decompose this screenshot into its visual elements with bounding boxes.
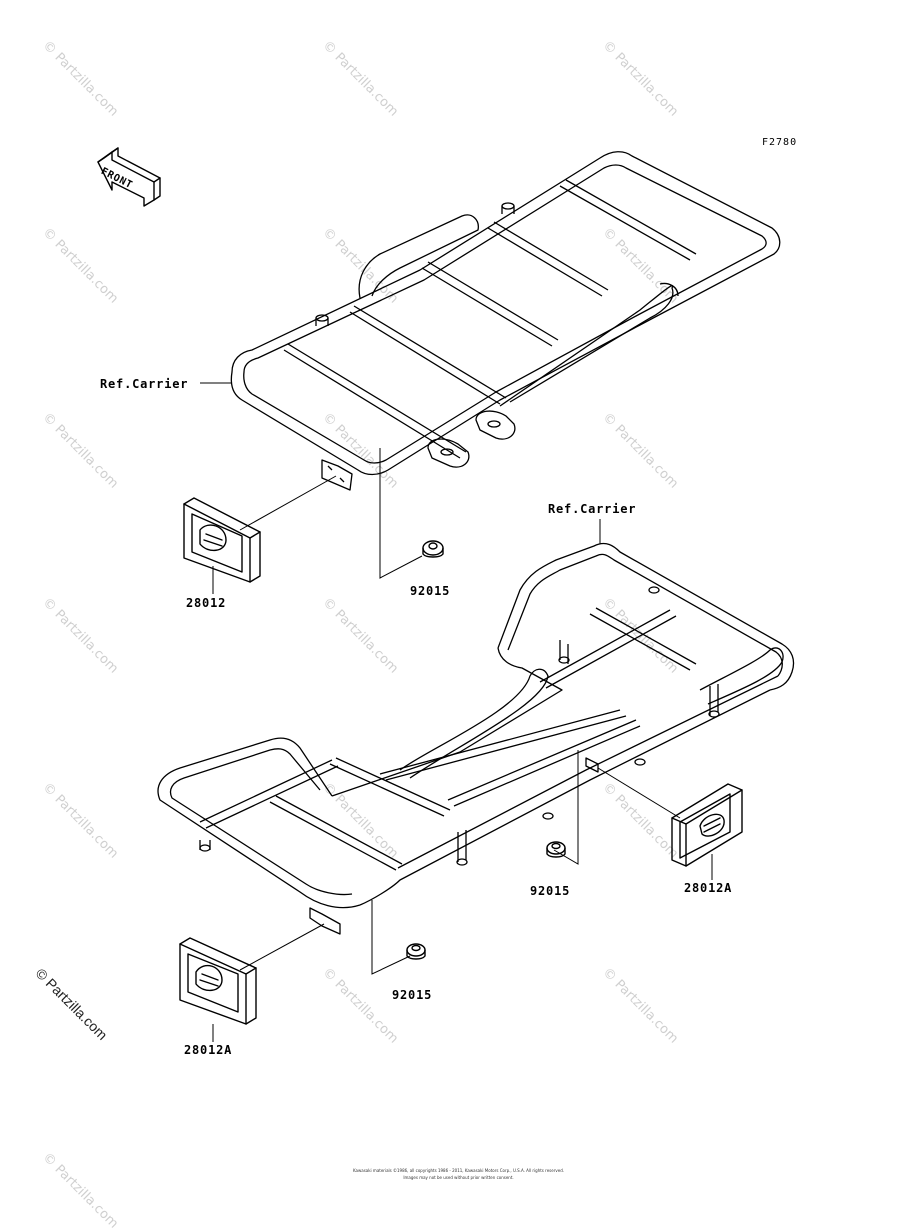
footer-line-2: Images may not be used without prior wri…: [403, 1175, 514, 1180]
reflector-28012: [183, 497, 261, 583]
label-ref-carrier-upper: Ref.Carrier: [100, 377, 189, 391]
nut-92015-upper: [422, 540, 444, 558]
leader-reflector-rear: [239, 923, 325, 971]
leader-nut-lower: [371, 900, 411, 975]
lower-carrier: [157, 542, 795, 935]
parts-diagram: [97, 147, 795, 1042]
label-28012: 28012: [186, 596, 227, 610]
upper-carrier: [230, 151, 781, 491]
label-28012a-rear: 28012A: [184, 1043, 233, 1057]
leader-reflector-front: [239, 475, 337, 531]
leader-nut-upper: [379, 448, 423, 579]
nut-92015-middle: [546, 841, 566, 858]
reflector-28012a-rear: [179, 937, 257, 1025]
label-92015-middle: 92015: [530, 884, 571, 898]
label-92015-lower: 92015: [392, 988, 433, 1002]
front-arrow-icon: [97, 147, 161, 207]
footer-line-1: Kawasaki materials ©1986, all copyrights…: [352, 1168, 565, 1173]
label-92015-upper: 92015: [410, 584, 451, 598]
label-28012a-side: 28012A: [684, 881, 733, 895]
leader-reflector-side: [597, 767, 681, 819]
figure-number: F2780: [762, 137, 798, 148]
reflector-28012a-side: [671, 783, 743, 867]
label-ref-carrier-lower: Ref.Carrier: [548, 502, 637, 516]
nut-92015-lower: [406, 943, 426, 960]
leader-nut-middle: [553, 750, 579, 865]
